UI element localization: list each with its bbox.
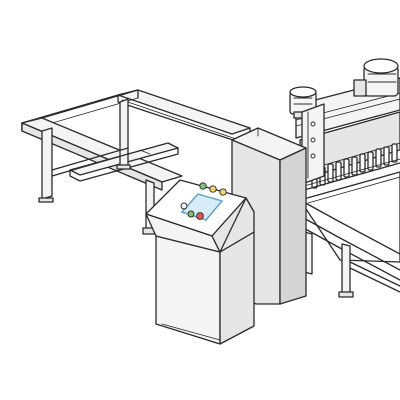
yellow-button-icon[interactable] (209, 185, 217, 193)
frame-foot (38, 197, 54, 203)
yellow-button-icon[interactable] (219, 188, 227, 196)
console-pedestal-front (155, 235, 221, 345)
frame-leg-front-left (41, 127, 53, 200)
console-neck (219, 197, 255, 253)
green-button-icon[interactable] (199, 182, 207, 190)
white-button-icon[interactable] (180, 202, 188, 210)
table-leg (341, 243, 351, 297)
frame-foot (116, 164, 131, 170)
rear-support-frame (21, 89, 251, 235)
cabinet-side (279, 147, 307, 305)
red-button-icon[interactable] (196, 212, 204, 220)
motor-icon (353, 58, 399, 97)
table-foot (338, 291, 354, 298)
control-console (145, 179, 255, 345)
frame-leg-back-left (119, 98, 129, 168)
green-button-icon[interactable] (187, 210, 195, 218)
